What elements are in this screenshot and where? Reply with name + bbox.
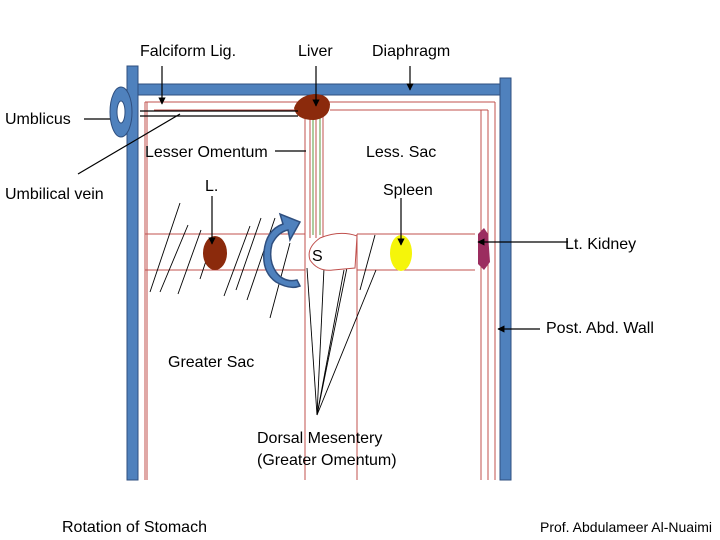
label-s: S [312, 248, 323, 265]
spleen-shape [390, 235, 412, 271]
liver-l-shape [203, 236, 227, 270]
greater-sac-hatching [149, 202, 291, 319]
liver-shape [294, 94, 330, 120]
posterior-abdominal-wall [499, 77, 512, 481]
rotation-arrow [263, 212, 302, 289]
label-greater-sac: Greater Sac [168, 354, 254, 371]
label-liver: Liver [298, 43, 333, 60]
label-umbilical-vein: Umbilical vein [5, 186, 104, 203]
diaphragm-bar [137, 83, 501, 96]
lesser-omentum-strands [312, 117, 321, 235]
dorsal-mesentery-lines [306, 234, 377, 416]
anterior-abdominal-wall [126, 65, 139, 481]
diagram-title: Rotation of Stomach [62, 519, 207, 536]
label-dorsal-mesentery: Dorsal Mesentery [257, 430, 382, 447]
umbilicus-ring-hole [116, 100, 126, 124]
pointer-lines [77, 66, 568, 333]
label-post-abd-wall: Post. Abd. Wall [546, 320, 654, 337]
label-l: L. [205, 178, 218, 195]
label-diaphragm: Diaphragm [372, 43, 450, 60]
label-less-sac: Less. Sac [366, 144, 436, 161]
label-spleen: Spleen [383, 182, 433, 199]
label-umblicus: Umblicus [5, 111, 71, 128]
label-greater-omentum: (Greater Omentum) [257, 452, 397, 469]
label-lt-kidney: Lt. Kidney [565, 236, 636, 253]
stomach-loop [308, 232, 358, 271]
label-falciform: Falciform Lig. [140, 43, 236, 60]
label-lesser-omentum: Lesser Omentum [145, 144, 268, 161]
author-credit: Prof. Abdulameer Al-Nuaimi [540, 519, 712, 535]
